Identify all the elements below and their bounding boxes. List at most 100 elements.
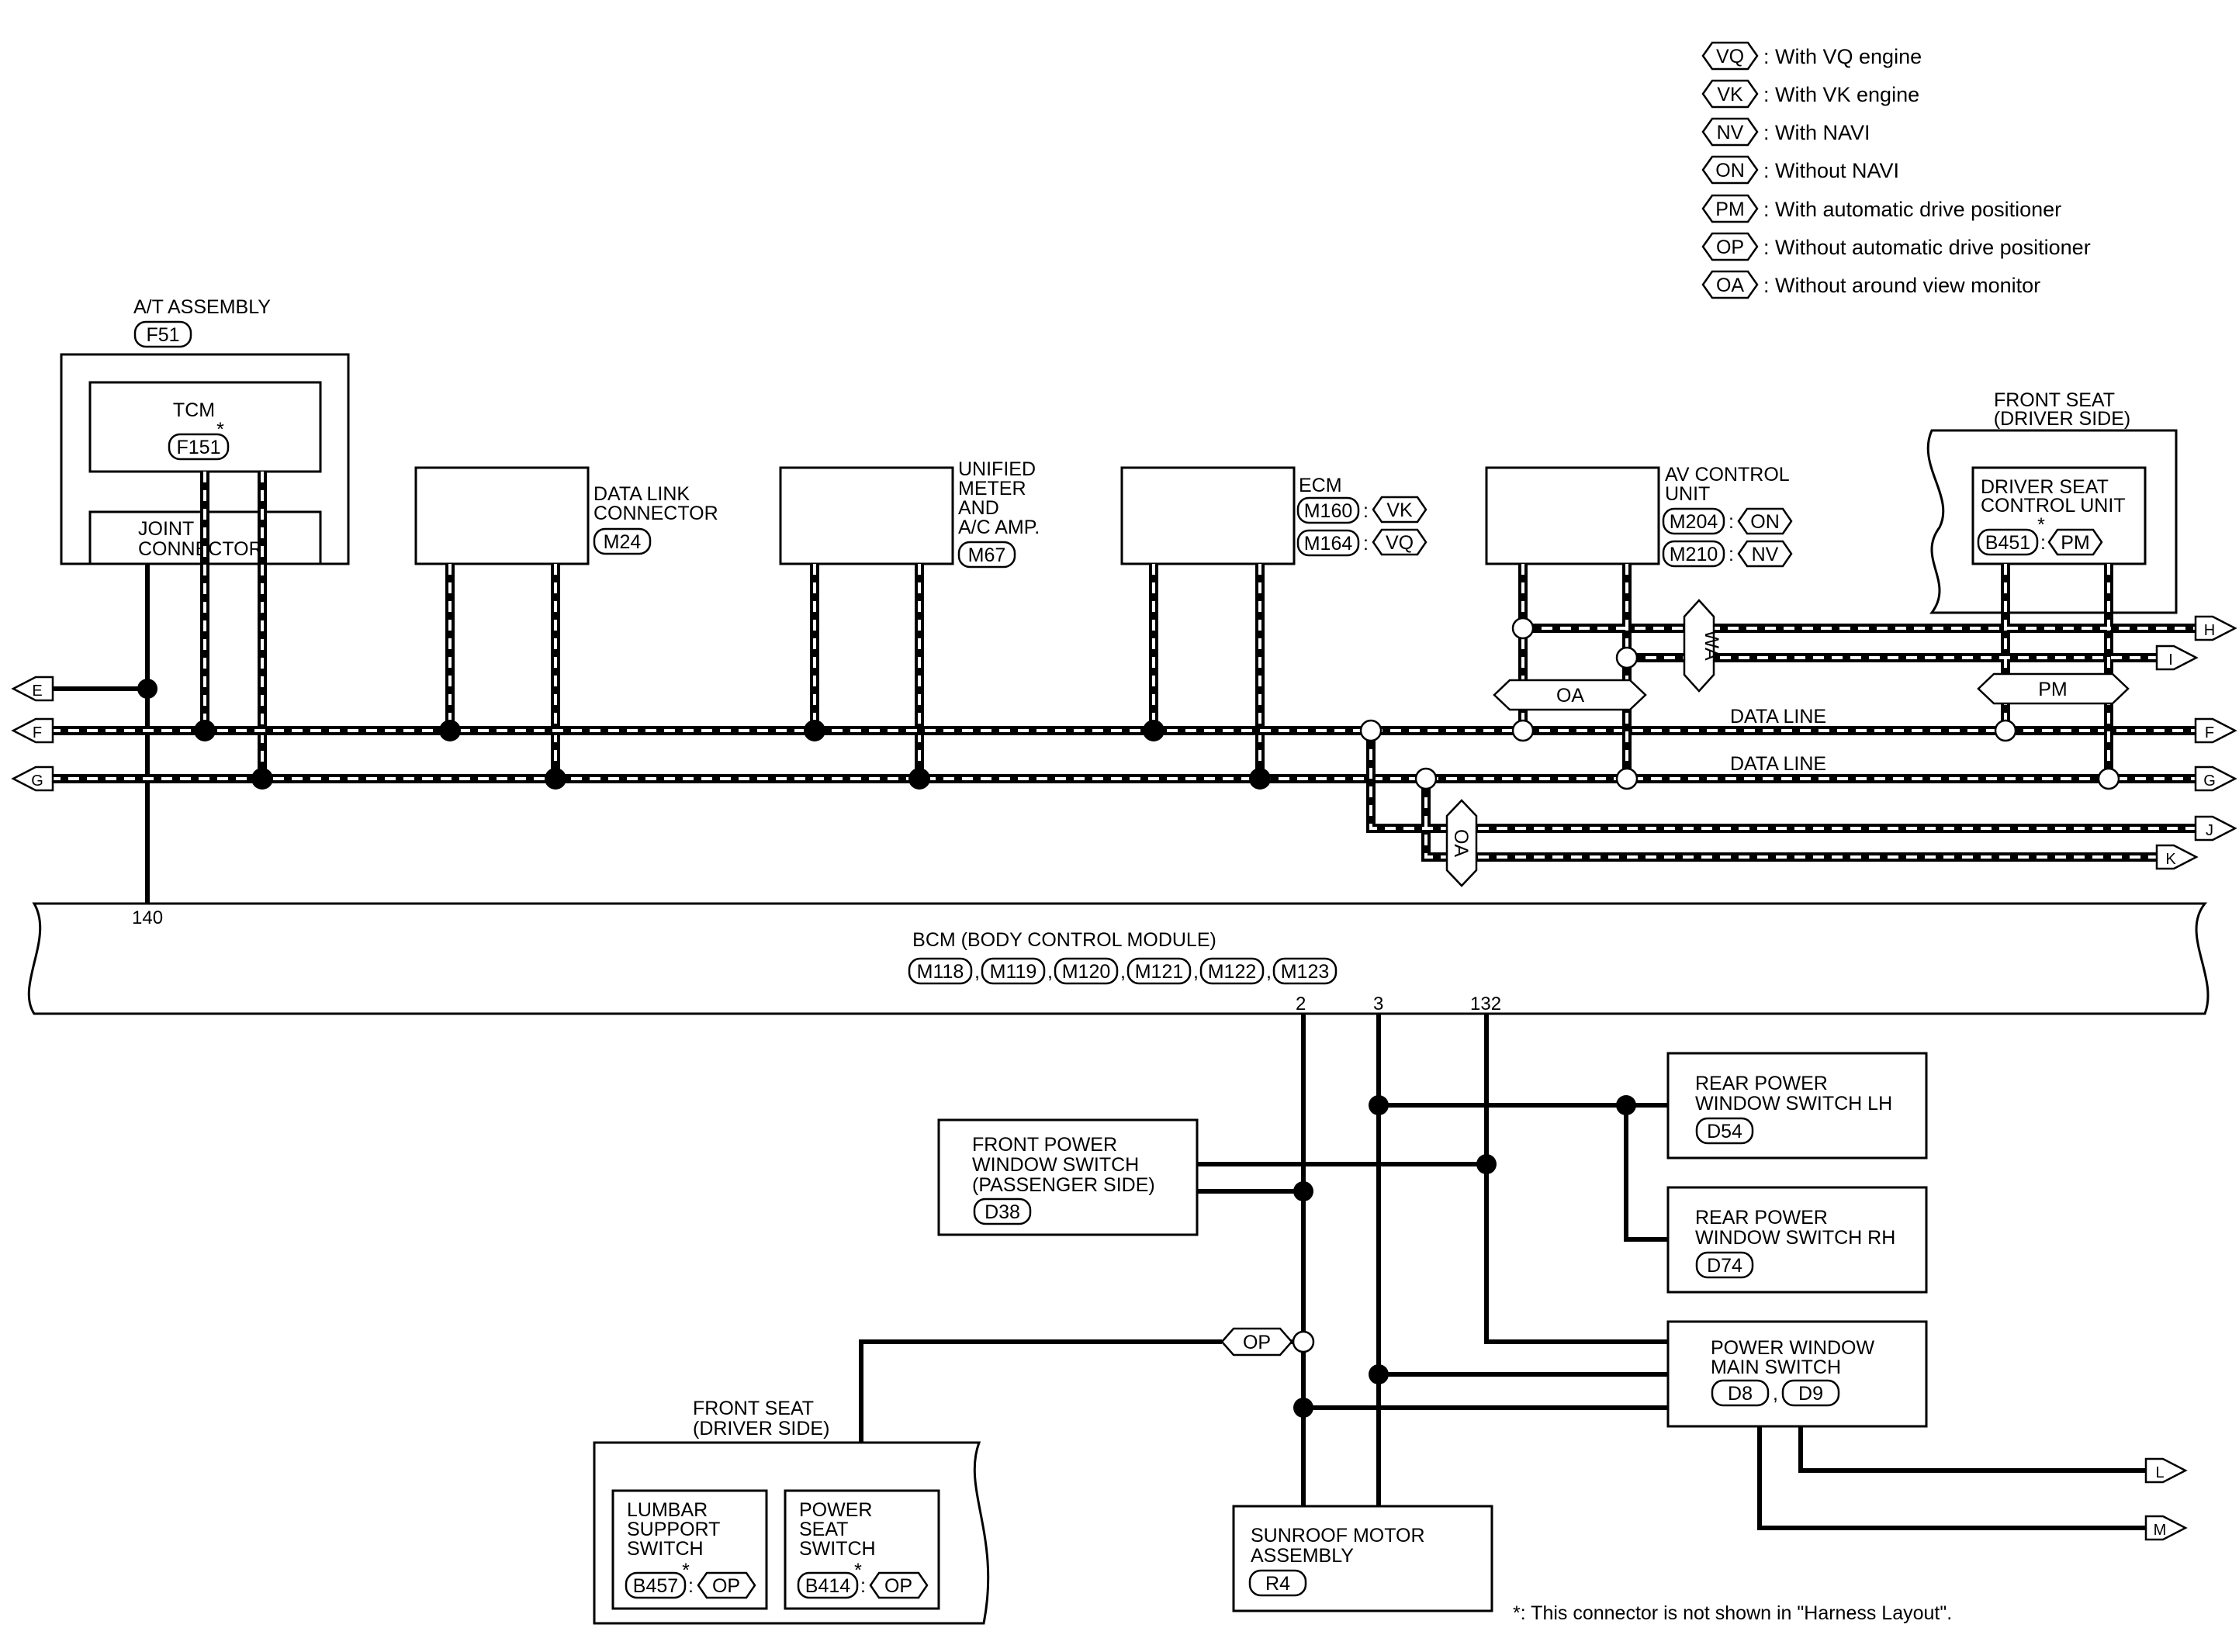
- terminal-label: J: [2206, 822, 2213, 839]
- legend-code: OA: [1716, 275, 1744, 296]
- data-bus: DATA LINE DATA LINE OA PM WA OA F G F G …: [11, 472, 2237, 887]
- splice-dot: [545, 768, 566, 790]
- colon: :: [1363, 500, 1369, 522]
- meter-label: METER: [958, 478, 1026, 499]
- option-hex: [1372, 528, 1427, 556]
- connector-label: F51: [146, 324, 179, 346]
- star-mark: *: [682, 1560, 690, 1581]
- legend-hex: [1701, 79, 1759, 109]
- unified-meter: UNIFIED METER AND A/C AMP. M67: [779, 458, 1040, 569]
- wa-tag: [1683, 599, 1715, 693]
- meter-label: AND: [958, 497, 999, 519]
- sep: ,: [1120, 961, 1126, 983]
- bus-lower: [1366, 731, 2196, 862]
- connector-label: R4: [1265, 1573, 1290, 1595]
- sunroof-label: SUNROOF MOTOR: [1251, 1525, 1425, 1547]
- splice-dot: [1143, 720, 1164, 741]
- connector-pill: [908, 957, 973, 985]
- av-label: UNIT: [1665, 483, 1710, 505]
- bcm-connectors: M118 , M119 , M120 , M121 , M122 , M123: [908, 957, 1338, 985]
- connector-label: F151: [177, 437, 221, 458]
- pm-label: PM: [2038, 679, 2068, 700]
- legend-text: : With NAVI: [1763, 121, 1870, 144]
- splice-dot: [1293, 1181, 1313, 1201]
- connector-label: M164: [1304, 533, 1353, 555]
- terminal-label: M: [2154, 1522, 2167, 1539]
- oa-label: OA: [1450, 829, 1472, 857]
- star-mark: *: [2037, 514, 2045, 536]
- bus-main-inner: [50, 729, 2196, 780]
- open-splice: [1994, 719, 2017, 742]
- colon: :: [860, 1575, 866, 1597]
- open-splice: [1511, 617, 1535, 640]
- connector-pill: [1781, 1379, 1840, 1407]
- terminal-f-right: [2194, 717, 2237, 744]
- connector-pill: [1695, 1117, 1754, 1145]
- connector-pill: [957, 541, 1016, 569]
- data-link-label: DATA LINK: [593, 483, 690, 505]
- connector-label: M122: [1208, 961, 1257, 983]
- option-code: PM: [2061, 532, 2090, 554]
- pw-main-box: [1666, 1320, 1928, 1428]
- terminal-e: [11, 676, 54, 702]
- connector-label: D8: [1728, 1383, 1753, 1405]
- colon: :: [688, 1575, 694, 1597]
- connector-label: B451: [1985, 532, 2030, 554]
- connector-label: B414: [805, 1575, 850, 1597]
- terminal-f: [11, 717, 54, 744]
- rear-rh-label: REAR POWER: [1695, 1207, 1828, 1229]
- splice-dot: [1476, 1154, 1497, 1174]
- connector-label: M67: [968, 544, 1006, 566]
- colon: :: [1729, 544, 1734, 565]
- lumbar-label: LUMBAR: [627, 1499, 708, 1521]
- power-seat-label: SWITCH: [799, 1538, 876, 1560]
- connector-pill: [1662, 507, 1725, 535]
- driver-seat-cu-label: CONTROL UNIT: [1981, 495, 2126, 517]
- data-link-box: [414, 466, 590, 565]
- terminal-g-right: [2194, 766, 2237, 792]
- open-splice: [1359, 719, 1383, 742]
- colon: :: [1729, 511, 1734, 533]
- rear-power-window-rh: REAR POWER WINDOW SWITCH RH D74: [1666, 1186, 1928, 1294]
- colon: :: [1363, 533, 1369, 555]
- legend-code: VK: [1717, 84, 1743, 105]
- connector-pill: [981, 957, 1046, 985]
- legend-code: ON: [1715, 160, 1745, 181]
- at-assembly-title: A/T ASSEMBLY: [133, 296, 271, 318]
- open-splice: [1615, 767, 1639, 790]
- pw-main-label: POWER WINDOW: [1711, 1337, 1874, 1359]
- splice-dot: [194, 720, 216, 741]
- data-link-connector: DATA LINK CONNECTOR M24: [414, 466, 718, 565]
- terminal-label: H: [2204, 622, 2215, 639]
- connector-pill: [1711, 1379, 1770, 1407]
- driver-seat-cu-label: DRIVER SEAT: [1981, 476, 2109, 498]
- connector-label: M210: [1670, 544, 1718, 565]
- switch-wires: [1197, 1103, 1668, 1242]
- connector-pill: [593, 527, 652, 555]
- connector-label: M118: [917, 961, 964, 983]
- terminal-label: I: [2168, 651, 2173, 669]
- op-tag: [1220, 1327, 1293, 1357]
- star-mark: *: [216, 419, 224, 441]
- footnote: *: This connector is not shown in "Harne…: [1513, 1602, 1952, 1624]
- option-hex: [1737, 507, 1793, 535]
- splice-dot: [137, 679, 157, 699]
- front-pw-label: WINDOW SWITCH: [972, 1154, 1139, 1176]
- connector-pill: [797, 1571, 859, 1599]
- front-pw-label: (PASSENGER SIDE): [972, 1174, 1155, 1196]
- av-control-unit: AV CONTROL UNIT M204 : ON M210 : NV: [1485, 464, 1793, 568]
- option-hex: [869, 1571, 929, 1599]
- ecm-box: [1120, 466, 1296, 565]
- terminal-label: F: [33, 724, 42, 741]
- meter-label: A/C AMP.: [958, 517, 1040, 538]
- front-seat-label: (DRIVER SIDE): [693, 1418, 829, 1439]
- front-seat-label: FRONT SEAT: [1994, 389, 2115, 411]
- connector-label: M123: [1281, 961, 1330, 983]
- connector-pill: [1662, 540, 1725, 568]
- front-power-window-switch: FRONT POWER WINDOW SWITCH (PASSENGER SID…: [937, 1118, 1199, 1236]
- connector-pill: [1977, 528, 2039, 556]
- oa-vertical-tag: [1445, 799, 1478, 887]
- connector-label: M119: [990, 961, 1037, 983]
- ecm: ECM M160 : VK M164 : VQ: [1120, 466, 1427, 565]
- pin-label: 132: [1470, 994, 1501, 1014]
